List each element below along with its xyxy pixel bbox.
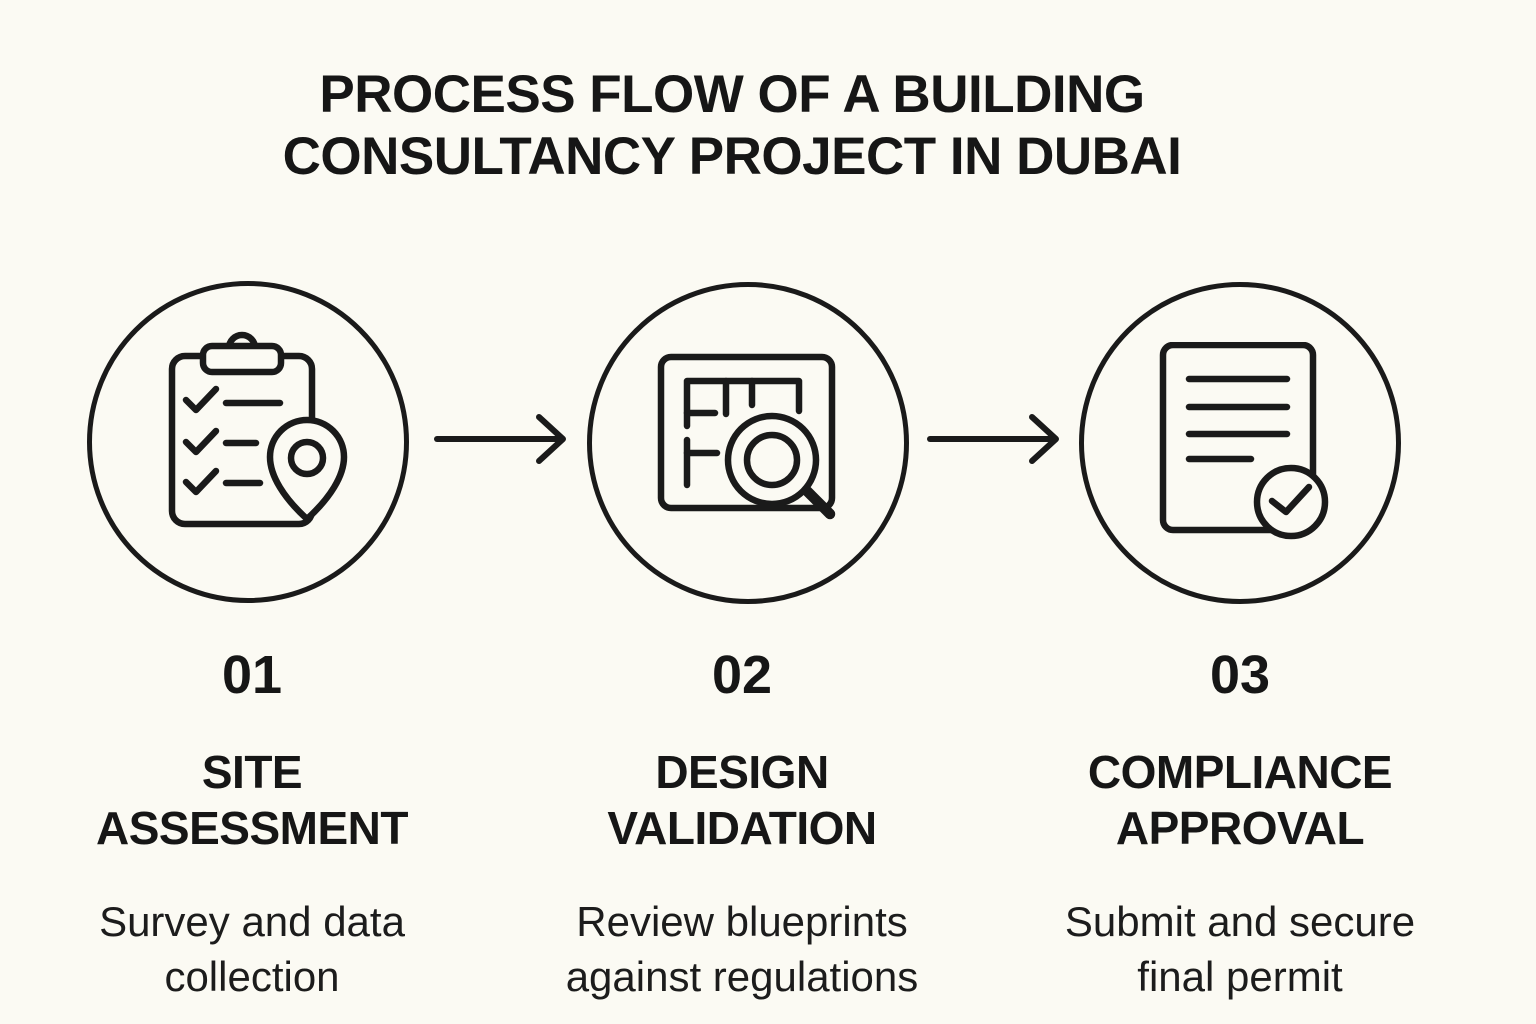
step-description: Review blueprints against regulations — [565, 898, 919, 1000]
step-number: 02 — [711, 645, 773, 705]
step-2: 02 DESIGN VALIDATION Review blueprints a… — [512, 628, 972, 1022]
step-number: 03 — [1209, 645, 1271, 705]
step-description: Survey and data collection — [99, 898, 405, 1000]
step-1: 01 SITE ASSESSMENT Survey and data colle… — [22, 628, 482, 1022]
page-title: PROCESS FLOW OF A BUILDING CONSULTANCY P… — [282, 65, 1182, 186]
step-name: SITE ASSESSMENT — [96, 746, 408, 854]
arrow-right-icon — [927, 414, 1059, 464]
step-circle-1 — [87, 281, 409, 603]
step-description: Submit and secure final permit — [1064, 898, 1416, 1000]
step-circle-3 — [1079, 282, 1401, 604]
step-number: 01 — [221, 645, 283, 705]
document-approved-icon — [1159, 342, 1329, 540]
step-name: DESIGN VALIDATION — [607, 746, 877, 854]
arrow-right-icon — [434, 414, 566, 464]
blueprint-magnifier-icon — [657, 353, 835, 520]
step-name: COMPLIANCE APPROVAL — [1087, 746, 1393, 854]
step-3: 03 COMPLIANCE APPROVAL Submit and secure… — [1010, 628, 1470, 1022]
step-circle-2 — [587, 282, 909, 604]
clipboard-checklist-location-icon — [168, 331, 348, 528]
